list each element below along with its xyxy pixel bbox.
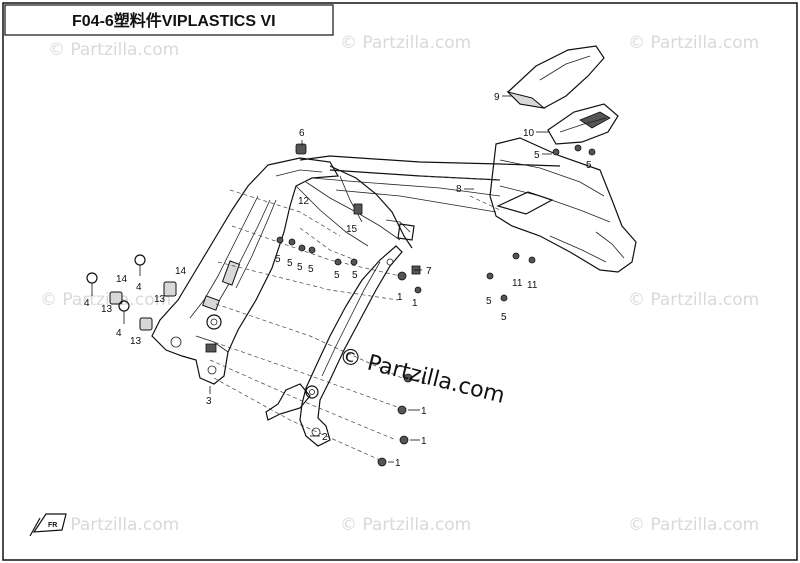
callout-5: 5 (297, 262, 303, 273)
callout-5: 5 (275, 254, 281, 265)
callout-8: 8 (456, 184, 462, 195)
callout-5: 5 (534, 150, 540, 161)
center-watermark: © Partzilla.com (337, 344, 508, 409)
callout-5: 5 (308, 264, 314, 275)
callout-4: 4 (116, 328, 122, 339)
callout-11: 11 (527, 280, 538, 291)
callout-5: 5 (287, 258, 293, 269)
callout-4: 4 (136, 282, 142, 293)
watermark: © Partzilla.com (628, 33, 759, 53)
upper-rails (295, 155, 561, 249)
callout-13: 13 (154, 294, 166, 305)
callout-11: 11 (512, 278, 523, 289)
callout-13: 13 (101, 304, 113, 315)
watermark-layer: © Partzilla.com © Partzilla.com © Partzi… (40, 33, 759, 535)
callout-13: 13 (130, 336, 142, 347)
callout-5: 5 (334, 270, 340, 281)
title-box (4, 4, 334, 36)
watermark: © Partzilla.com (628, 290, 759, 310)
callout-4: 4 (84, 298, 90, 309)
callout-7: 7 (426, 266, 432, 277)
part-8-rear-fender (489, 137, 637, 273)
part-9-top-cover (506, 45, 605, 109)
callout-5: 5 (352, 270, 358, 281)
callout-5: 5 (586, 160, 592, 171)
watermark: © Partzilla.com (628, 515, 759, 535)
watermark: © Partzilla.com (48, 40, 179, 60)
watermark: © Partzilla.com (340, 33, 471, 53)
part-2-bracket (265, 245, 403, 447)
watermark: © Partzilla.com (48, 515, 179, 535)
callout-10: 10 (523, 128, 535, 139)
callout-5: 5 (486, 296, 492, 307)
callout-9: 9 (494, 92, 500, 103)
callout-2: 2 (322, 432, 328, 443)
callout-1: 1 (397, 292, 403, 303)
watermark: © Partzilla.com (340, 515, 471, 535)
watermark: © Partzilla.com (40, 290, 171, 310)
callout-labels: 9 10 5 5 8 6 12 15 5 5 5 5 5 5 7 1 1 11 … (84, 92, 592, 469)
arrow-icon: FR (29, 513, 67, 537)
dashed-guides (207, 175, 501, 461)
callout-leaders (209, 95, 552, 463)
callout-1: 1 (395, 458, 401, 469)
diagram-title: F04-6塑料件VIPLASTICS VI (72, 11, 276, 30)
callout-1: 1 (421, 436, 427, 447)
callout-12: 12 (298, 196, 310, 207)
callout-1: 1 (421, 406, 427, 417)
callout-5: 5 (501, 312, 507, 323)
part-3-frame-cover (151, 157, 339, 385)
callout-14: 14 (116, 274, 128, 285)
front-badge: FR (48, 522, 57, 529)
callout-6: 6 (299, 128, 305, 139)
callout-15: 15 (346, 224, 358, 235)
callout-1: 1 (421, 376, 427, 387)
callout-3: 3 (206, 396, 212, 407)
part-10-lamp-bracket (547, 103, 619, 145)
callout-14: 14 (175, 266, 187, 277)
callout-1: 1 (412, 298, 418, 309)
